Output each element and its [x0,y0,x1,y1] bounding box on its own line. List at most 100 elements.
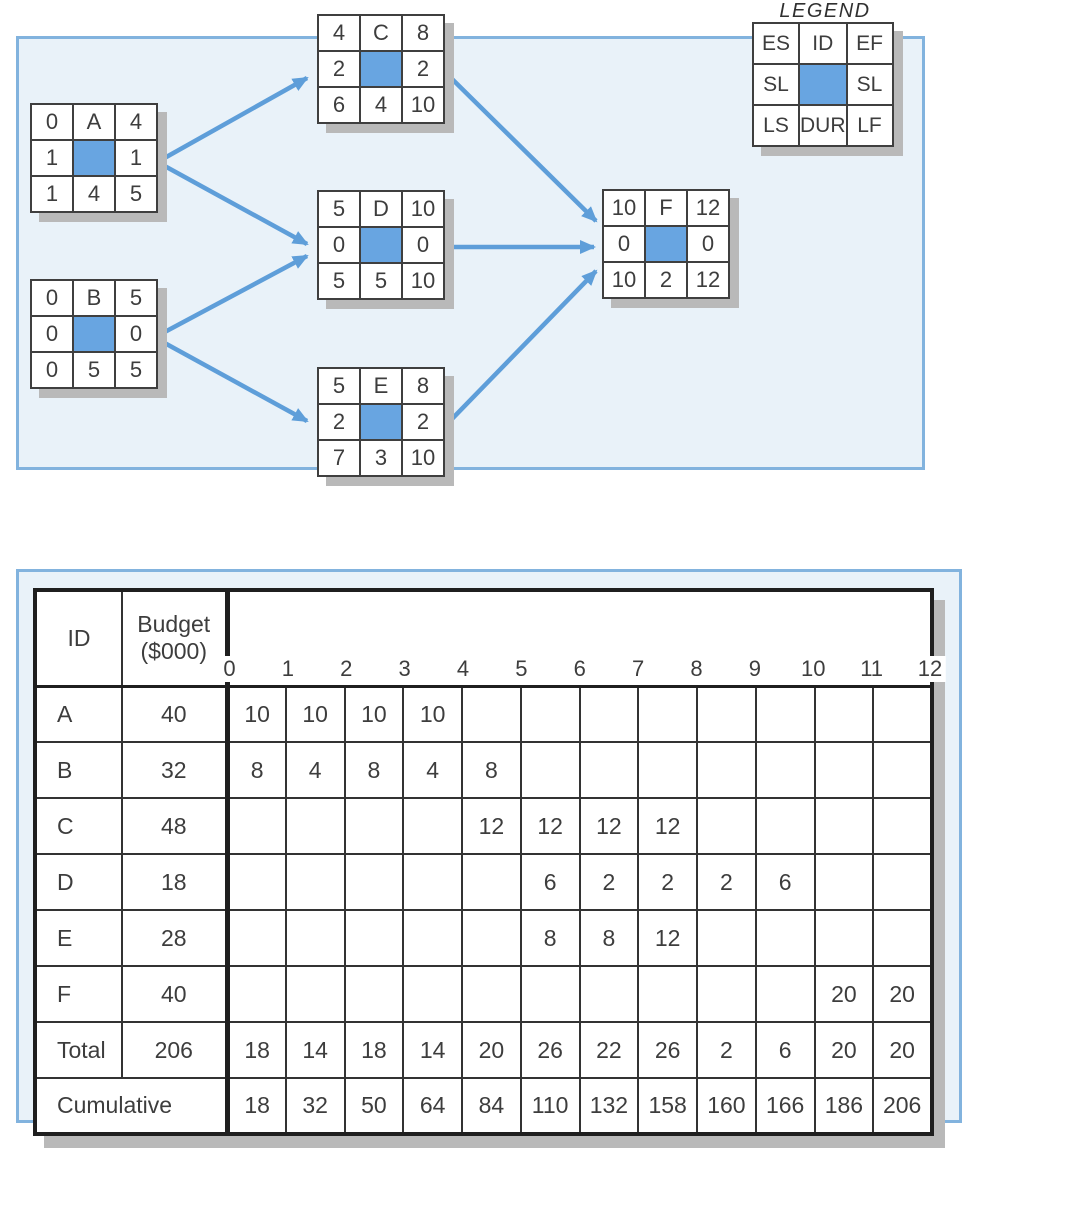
row-F-period-3 [343,965,405,1023]
row-E-period-2 [284,909,346,967]
activity-node-B-cell-r0c1: B [72,279,116,317]
row-B-period-5: 8 [461,741,522,799]
cumulative-period-3: 50 [343,1077,405,1135]
row-A-period-11 [813,685,875,743]
axis-tick-8: 8 [690,655,703,681]
row-F-period-7 [578,965,640,1023]
total-period-7: 22 [578,1021,640,1079]
total-period-2: 14 [284,1021,346,1079]
legend-node-cell-r1c2: SL [845,63,894,106]
activity-node-F-cell-r1c1 [644,225,688,263]
total-period-10: 6 [754,1021,816,1079]
total-period-11: 20 [813,1021,875,1079]
row-B-period-12 [872,741,933,799]
cumulative-period-6: 110 [519,1077,581,1135]
axis-tick-9: 9 [748,655,761,681]
axis-tick-11: 11 [860,655,884,681]
activity-node-B-cell-r2c1: 5 [72,351,116,389]
cumulative-period-4: 64 [402,1077,463,1135]
row-C-budget: 48 [121,797,228,855]
row-F-id: F [34,965,123,1023]
activity-node-C-cell-r2c1: 4 [359,86,403,124]
row-D-period-3 [343,853,405,911]
cumulative-period-2: 32 [284,1077,346,1135]
budget-header-line1: Budget [137,611,211,638]
row-A-period-4: 10 [402,685,463,743]
cumulative-period-12: 206 [872,1077,933,1135]
row-C-period-5: 12 [461,797,522,855]
activity-node-B-cell-r2c2: 5 [114,351,158,389]
row-D-period-8: 2 [637,853,698,911]
cumulative-period-11: 186 [813,1077,875,1135]
row-C-period-11 [813,797,875,855]
axis-tick-0: 0 [219,655,240,682]
row-F-period-9 [696,965,757,1023]
activity-node-A-cell-r0c1: A [72,103,116,141]
row-A-period-6 [519,685,581,743]
activity-node-A-cell-r1c1 [72,139,116,177]
activity-node-A-cell-r2c1: 4 [72,175,116,213]
row-D-period-12 [872,853,933,911]
axis-tick-12: 12 [913,655,947,682]
activity-node-E-cell-r1c1 [359,403,403,441]
row-B-period-2: 4 [284,741,346,799]
row-D-period-4 [402,853,463,911]
activity-node-E-cell-r1c2: 2 [401,403,445,441]
row-D-period-7: 2 [578,853,640,911]
activity-node-F-cell-r2c2: 12 [686,261,730,299]
row-B-period-3: 8 [343,741,405,799]
row-C-period-10 [754,797,816,855]
total-budget: 206 [121,1021,228,1079]
row-C-period-4 [402,797,463,855]
row-E-period-4 [402,909,463,967]
activity-node-C-cell-r0c1: C [359,14,403,52]
row-E-period-6: 8 [519,909,581,967]
row-E-period-8: 12 [637,909,698,967]
row-D-budget: 18 [121,853,228,911]
row-B-period-4: 4 [402,741,463,799]
budget-header-line2: ($000) [140,638,207,665]
activity-node-B-cell-r0c0: 0 [30,279,74,317]
row-C-period-3 [343,797,405,855]
row-A-period-3: 10 [343,685,405,743]
row-B-period-1: 8 [224,741,287,799]
legend-node-cell-r0c1: ID [798,22,848,65]
row-F-period-10 [754,965,816,1023]
row-F-budget: 40 [121,965,228,1023]
activity-node-D-cell-r0c1: D [359,190,403,228]
row-C-id: C [34,797,123,855]
axis-tick-1: 1 [281,655,294,681]
row-B-period-10 [754,741,816,799]
row-E-id: E [34,909,123,967]
activity-node-F-cell-r0c0: 10 [602,189,646,227]
row-A-period-2: 10 [284,685,346,743]
row-D-period-5 [461,853,522,911]
row-B-period-6 [519,741,581,799]
activity-node-F-cell-r2c0: 10 [602,261,646,299]
activity-node-E-cell-r2c1: 3 [359,439,403,477]
total-label: Total [34,1021,123,1079]
row-C-period-8: 12 [637,797,698,855]
activity-node-F-cell-r1c2: 0 [686,225,730,263]
row-B-period-11 [813,741,875,799]
row-C-period-9 [696,797,757,855]
activity-node-D-cell-r1c0: 0 [317,226,361,264]
activity-node-F-cell-r2c1: 2 [644,261,688,299]
row-B-id: B [34,741,123,799]
row-B-period-7 [578,741,640,799]
row-F-period-8 [637,965,698,1023]
total-period-1: 18 [224,1021,287,1079]
activity-node-A-cell-r0c0: 0 [30,103,74,141]
row-D-period-2 [284,853,346,911]
budget-header: Budget ($000) [121,589,228,688]
row-D-period-9: 2 [696,853,757,911]
